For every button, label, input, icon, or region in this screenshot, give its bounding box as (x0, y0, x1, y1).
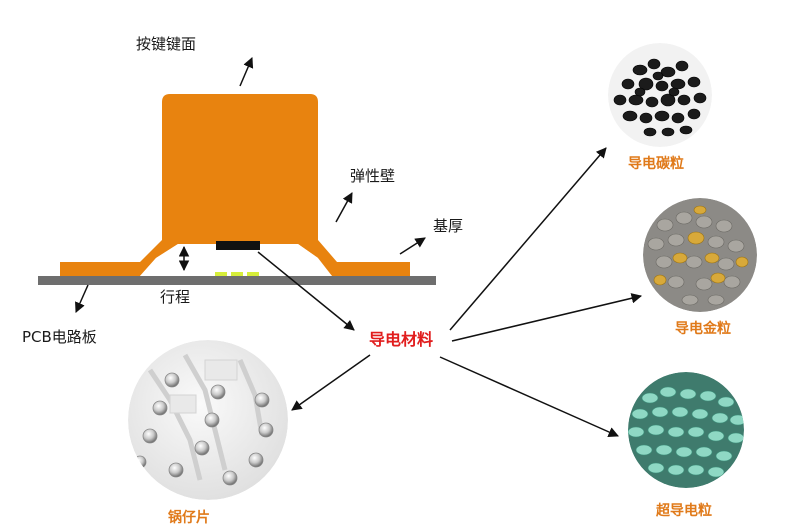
keycap-arrow (239, 57, 254, 87)
to-carbon-arrow (449, 147, 607, 331)
metal-dome-label: 锅仔片 (168, 510, 210, 526)
rubber-keycap (60, 94, 410, 276)
gold-pill-label: 导电金粒 (675, 321, 731, 337)
base-thickness-arrow (399, 237, 426, 255)
pcb-pad (247, 272, 259, 276)
to-gold-arrow (451, 293, 643, 342)
conductive-contact (216, 241, 260, 250)
conductive-material-label: 导电材料 (369, 330, 434, 349)
elastic-wall-arrow (335, 192, 353, 223)
carbon-pills-image (608, 43, 712, 147)
metal-dome-image (128, 340, 288, 500)
pcb-board (38, 276, 436, 285)
base-thickness-label: 基厚 (433, 217, 464, 235)
to-dome-arrow (291, 354, 371, 411)
super-pill-label: 超导电粒 (656, 503, 712, 519)
stroke-label: 行程 (160, 288, 191, 306)
pcb-label: PCB电路板 (22, 328, 97, 346)
elastic-wall-label: 弹性壁 (350, 167, 396, 185)
to-super-arrow (439, 356, 619, 437)
keycap-label: 按键键面 (136, 35, 197, 53)
contact-to-material-arrow (257, 251, 355, 331)
carbon-pill-label: 导电碳粒 (628, 156, 684, 172)
gold-pills-image (643, 198, 757, 312)
pcb-pad (215, 272, 227, 276)
pcb-arrow (75, 284, 89, 313)
super-pills-image (628, 372, 744, 488)
pcb-pad (231, 272, 243, 276)
